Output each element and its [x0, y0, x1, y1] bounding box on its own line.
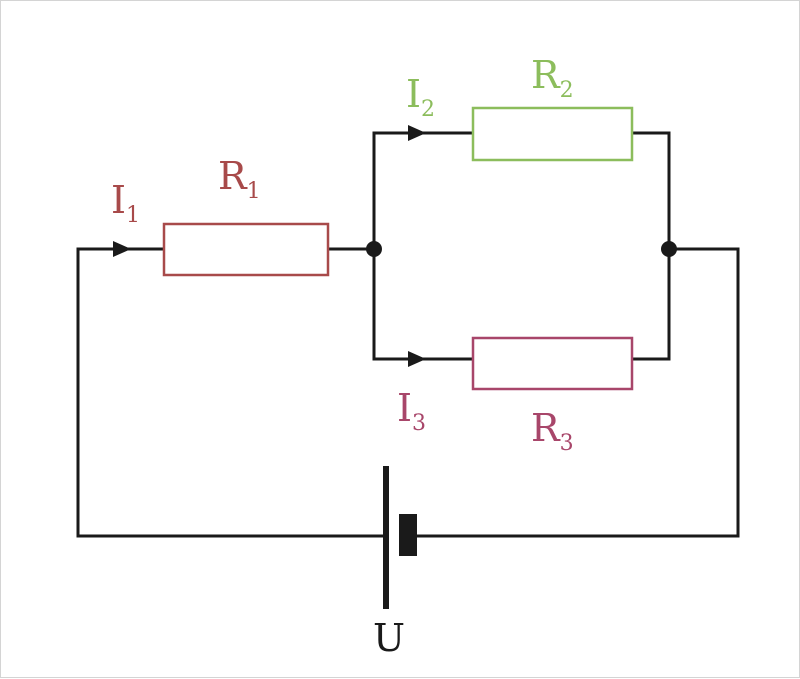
- wire-right-loop: [411, 247, 740, 538]
- label-r1: R1: [218, 154, 261, 204]
- label-i1: I1: [111, 178, 140, 228]
- resistors: [162, 106, 634, 391]
- junction-nodes: [366, 241, 677, 257]
- wires: [76, 131, 740, 538]
- wire-top-right: [632, 131, 671, 249]
- label-r2: R2: [531, 53, 574, 103]
- resistor-r1: [162, 222, 330, 277]
- battery-long-plate: [383, 466, 389, 609]
- label-i3: I3: [397, 386, 426, 436]
- label-i2: I2: [406, 72, 435, 122]
- labels: R1 R2 R3 I1 I2 I3 U: [111, 53, 574, 660]
- junction-node-left: [366, 241, 382, 257]
- current-arrows: [113, 125, 426, 367]
- wire-bottom-branch: [372, 249, 473, 361]
- wire-left-loop: [76, 247, 386, 538]
- label-r3: R3: [531, 406, 574, 456]
- resistor-r3: [471, 336, 634, 391]
- junction-node-right: [661, 241, 677, 257]
- arrow-i3: [408, 351, 426, 367]
- battery-short-plate: [399, 514, 417, 556]
- label-source-u: U: [373, 616, 405, 660]
- arrow-i2: [408, 125, 426, 141]
- arrow-i1: [113, 241, 131, 257]
- resistor-r2: [471, 106, 634, 162]
- battery-symbol: [383, 466, 417, 609]
- wire-top-branch: [372, 131, 473, 249]
- wire-bottom-right: [632, 249, 671, 361]
